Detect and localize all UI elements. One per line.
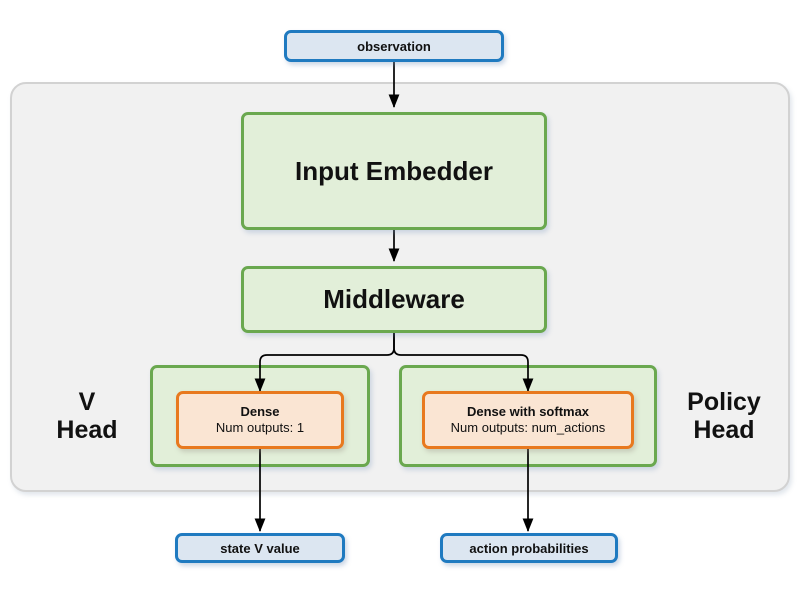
- caption-policy-head-line2: Head: [693, 416, 755, 444]
- node-state-v-value[interactable]: state V value: [175, 533, 345, 563]
- node-dense[interactable]: Dense Num outputs: 1: [176, 391, 344, 449]
- node-dense-with-softmax-subtitle: Num outputs: num_actions: [450, 420, 606, 435]
- node-input-embedder[interactable]: Input Embedder: [241, 112, 547, 230]
- node-dense-with-softmax[interactable]: Dense with softmax Num outputs: num_acti…: [422, 391, 634, 449]
- caption-policy-head-line1: Policy: [687, 388, 761, 416]
- node-action-probabilities-label: action probabilities: [469, 540, 589, 556]
- node-action-probabilities[interactable]: action probabilities: [440, 533, 618, 563]
- caption-v-head: V Head: [28, 380, 146, 452]
- node-dense-subtitle: Num outputs: 1: [215, 420, 305, 435]
- node-middleware[interactable]: Middleware: [241, 266, 547, 333]
- node-state-v-value-label: state V value: [220, 540, 300, 556]
- node-middleware-label: Middleware: [323, 284, 465, 314]
- node-dense-with-softmax-title: Dense with softmax: [466, 403, 590, 419]
- node-observation-label: observation: [357, 38, 431, 54]
- caption-v-head-line2: Head: [56, 416, 118, 444]
- node-dense-title: Dense: [240, 403, 280, 419]
- caption-v-head-line1: V: [78, 388, 96, 416]
- node-input-embedder-label: Input Embedder: [295, 155, 493, 186]
- node-observation[interactable]: observation: [284, 30, 504, 62]
- caption-policy-head: Policy Head: [664, 380, 784, 452]
